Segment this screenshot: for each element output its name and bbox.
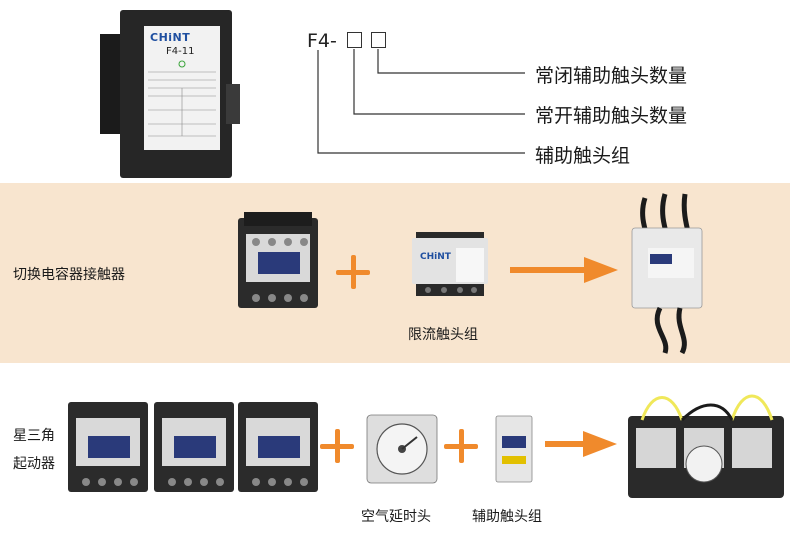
plus-icon (320, 429, 354, 463)
arrow-icon (510, 257, 618, 283)
callout-lines (317, 49, 525, 154)
code-prefix: F4- (307, 30, 337, 52)
plus-icon (336, 255, 370, 289)
air-timer-image (366, 414, 438, 484)
capacitor-row-title: 切换电容器接触器 (13, 267, 125, 283)
callout-aux-group: 辅助触头组 (535, 145, 631, 167)
capacitor-contactor-image (631, 193, 703, 355)
callout-nc-count: 常闭辅助触头数量 (535, 65, 688, 87)
code-box-nc (371, 32, 386, 48)
callout-no-count: 常开辅助触头数量 (535, 105, 688, 127)
air-timer-label: 空气延时头 (361, 509, 431, 525)
current-limit-label: 限流触头组 (408, 327, 478, 343)
contactor-image-2 (154, 402, 234, 492)
star-delta-starter-image (628, 394, 784, 498)
aux-contact-block-image (100, 10, 240, 178)
plus-icon (444, 429, 478, 463)
code-box-no (347, 32, 362, 48)
aux-contact-image (495, 415, 533, 483)
current-limit-module-image (412, 232, 488, 296)
aux-contact-label: 辅助触头组 (472, 509, 542, 525)
module-brand-label: CHiNT (420, 252, 451, 262)
device-model-label: F4-11 (166, 46, 195, 57)
arrow-icon (545, 431, 617, 457)
star-delta-title-line2: 起动器 (13, 456, 55, 472)
device-brand-label: CHiNT (150, 31, 191, 44)
contactor-image-1 (68, 402, 148, 492)
contactor-image-3 (238, 402, 318, 492)
star-delta-title-line1: 星三角 (13, 428, 55, 444)
contactor-image (238, 212, 318, 308)
